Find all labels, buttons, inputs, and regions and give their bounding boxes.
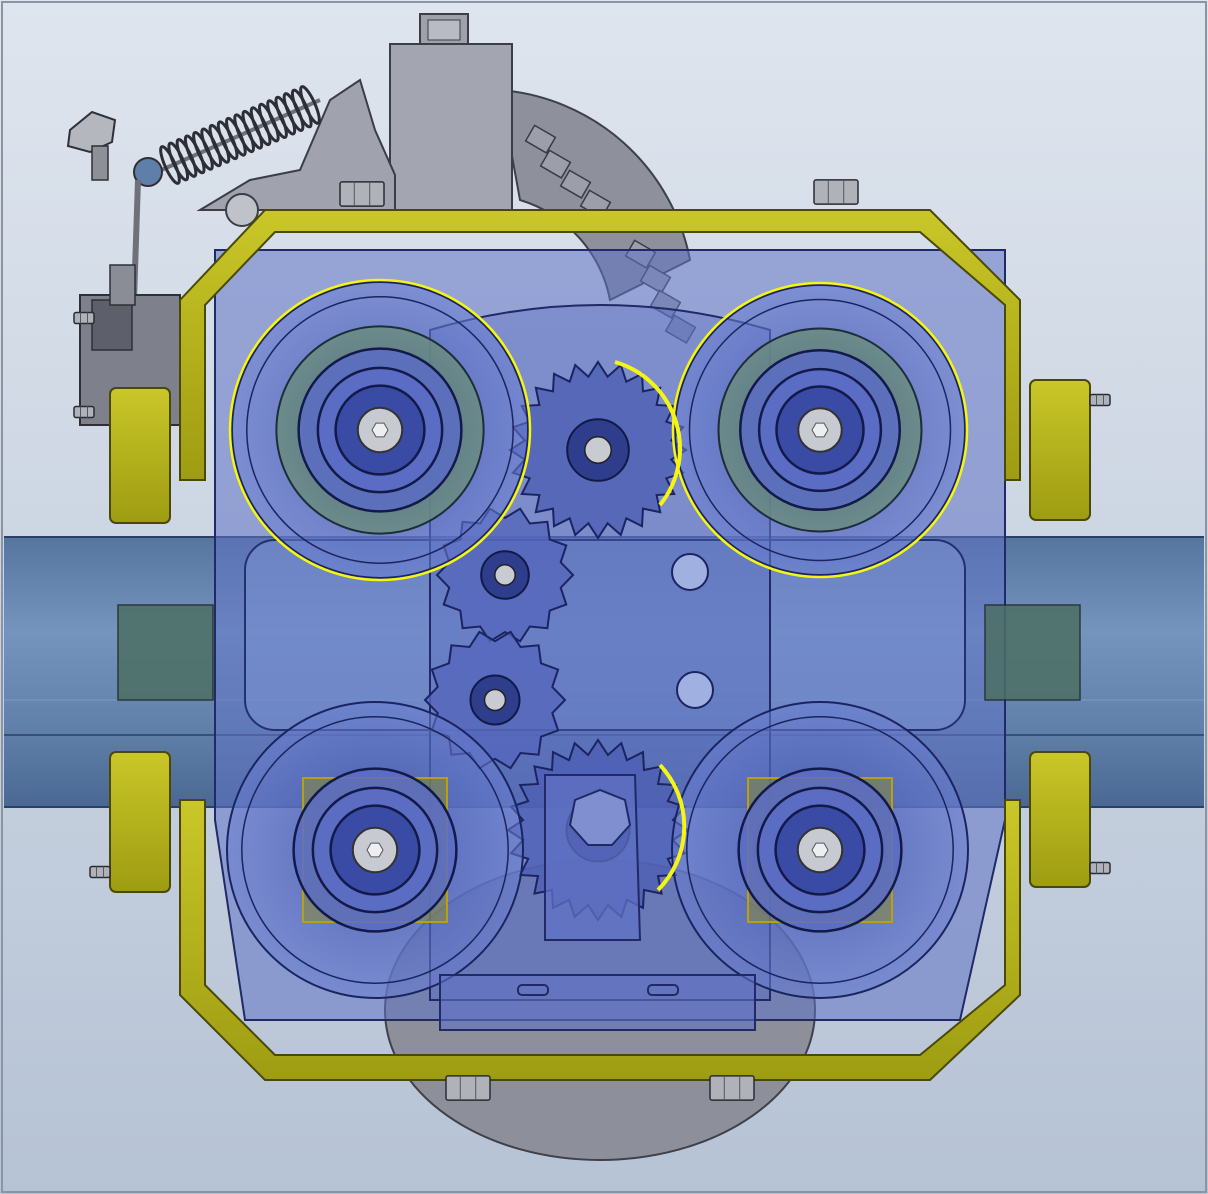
wheel-bearing-icon[interactable]	[226, 701, 524, 999]
hex-bolt-icon[interactable]	[1089, 393, 1111, 407]
lower-center-bracket[interactable]	[439, 774, 756, 1031]
bolt-set[interactable]	[73, 179, 1111, 1101]
tension-spring-icon[interactable]	[131, 85, 323, 301]
adjuster-bolt[interactable]	[66, 110, 117, 181]
hex-bolt-icon[interactable]	[89, 865, 111, 879]
hex-bolt-icon[interactable]	[339, 181, 385, 207]
top-bracket[interactable]	[389, 13, 513, 215]
hex-bolt-icon[interactable]	[813, 179, 859, 205]
hex-bolt-icon[interactable]	[709, 1075, 755, 1101]
spur-gear-icon[interactable]	[508, 360, 688, 540]
wheel-set[interactable]	[226, 281, 969, 999]
yellow-frame[interactable]	[109, 209, 1091, 1081]
hex-bolt-icon[interactable]	[1089, 861, 1111, 875]
wheel-bearing-icon[interactable]	[231, 281, 529, 579]
hex-bolt-icon[interactable]	[445, 1075, 491, 1101]
mount-hole	[671, 553, 709, 591]
wheel-bearing-icon[interactable]	[674, 284, 966, 576]
mount-hole	[676, 671, 714, 709]
wheel-bearing-icon[interactable]	[671, 701, 969, 999]
hex-bolt-icon[interactable]	[73, 311, 95, 325]
selection-highlight	[228, 278, 969, 892]
hex-bolt-icon[interactable]	[73, 405, 95, 419]
rail-guide-pads	[117, 604, 1081, 701]
